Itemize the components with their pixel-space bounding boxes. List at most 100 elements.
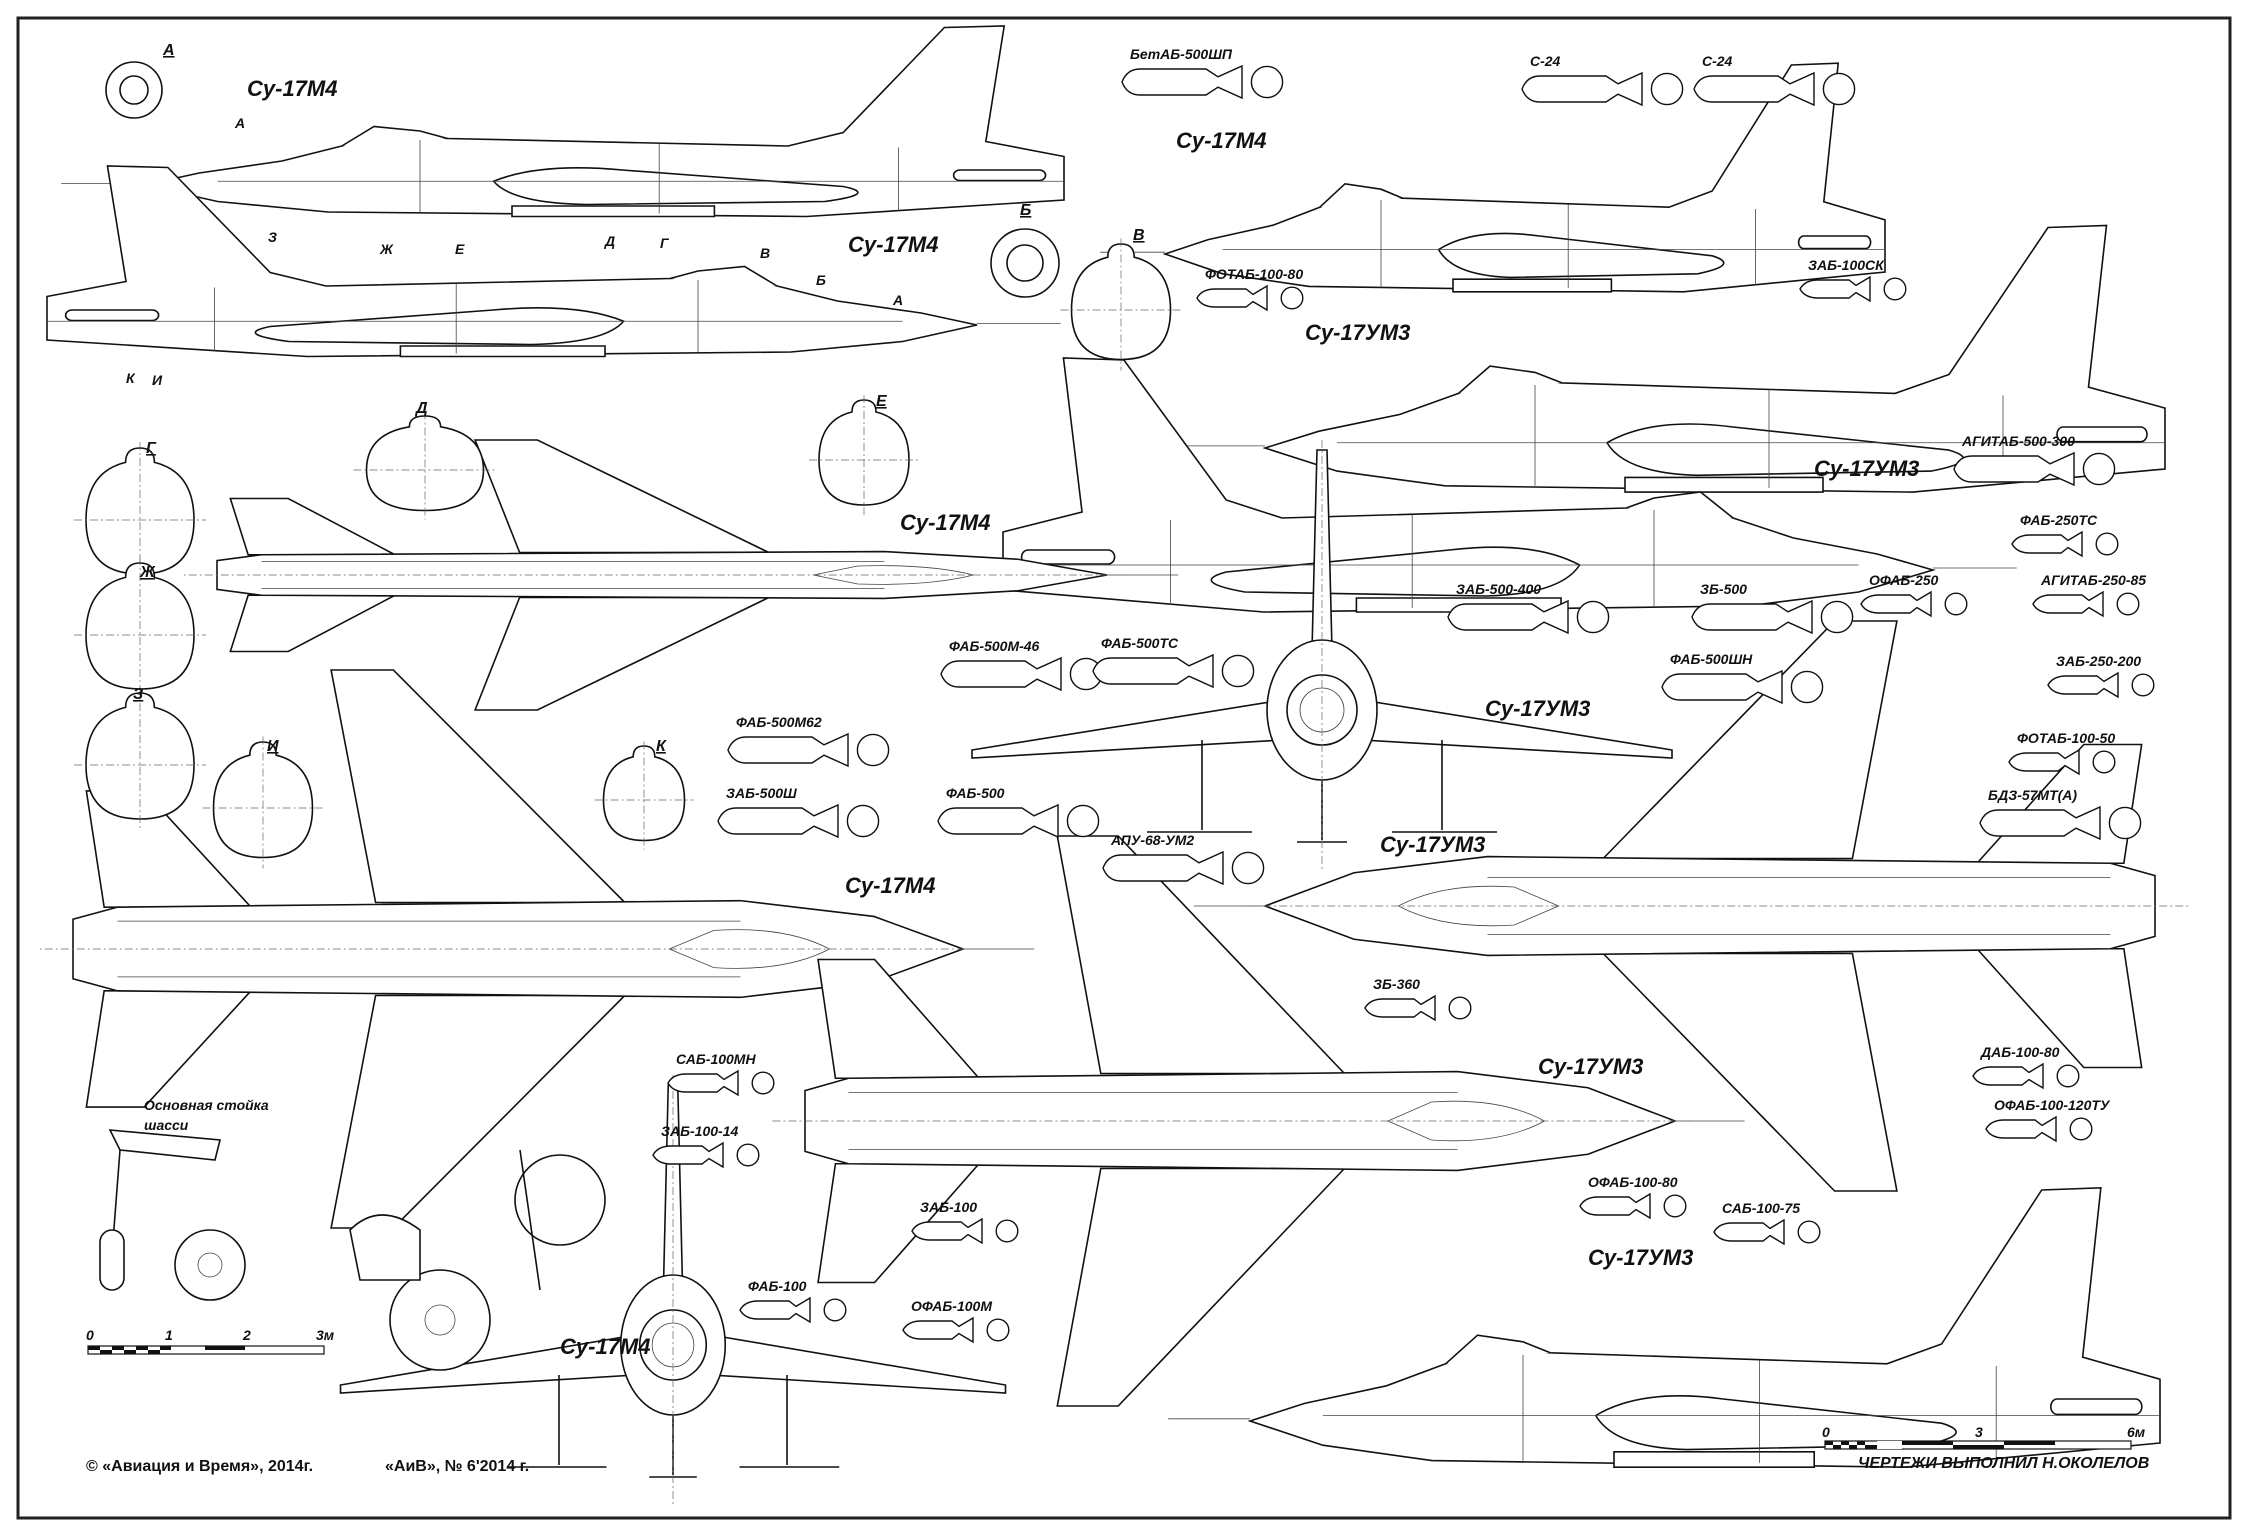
station-mark-b: Б <box>816 272 826 288</box>
weapon-body-icon <box>1691 599 1813 635</box>
section-d-view <box>352 410 498 521</box>
weapon-body-icon <box>1121 64 1243 100</box>
weapon-body-icon <box>1661 669 1783 705</box>
weapon-item: АГИТАБ-250-85 <box>2032 572 2146 618</box>
weapon-end-view-icon <box>2095 532 2119 556</box>
weapon-label: САБ-100МН <box>676 1051 756 1067</box>
su17um3-side-view-bottom <box>1167 1186 2161 1469</box>
weapon-label: ЗАБ-100 <box>920 1199 977 1215</box>
weapon-item: ЗБ-360 <box>1364 976 1472 1022</box>
weapon-end-view-icon <box>751 1071 775 1095</box>
weapon-label: ОФАБ-100-80 <box>1588 1174 1678 1190</box>
weapon-body-icon <box>911 1217 983 1245</box>
weapon-body-icon <box>1979 805 2101 841</box>
scale-bar-right <box>1824 1440 2132 1450</box>
weapon-body-icon <box>902 1316 974 1344</box>
weapon-item: БетАБ-500ШП <box>1121 46 1284 100</box>
weapon-body-icon <box>937 803 1059 839</box>
weapon-end-view-icon <box>846 804 880 838</box>
weapon-label: ОФАБ-100М <box>911 1298 992 1314</box>
scale-right-tick-6: 6м <box>2127 1424 2146 1440</box>
weapon-end-view-icon <box>1650 72 1684 106</box>
weapon-label: БДЗ-57МТ(А) <box>1988 787 2077 803</box>
weapon-label: ФАБ-500ШН <box>1670 651 1753 667</box>
weapon-end-view-icon <box>856 733 890 767</box>
weapon-end-view-icon <box>1066 804 1100 838</box>
weapon-label: ЗБ-500 <box>1700 581 1747 597</box>
scale-left-tick-0: 0 <box>86 1327 94 1343</box>
weapon-body-icon <box>727 732 849 768</box>
weapon-label: ФАБ-500М-46 <box>949 638 1040 654</box>
weapon-body-icon <box>717 803 839 839</box>
section-label-b: Б <box>1020 202 1031 219</box>
weapon-body-icon <box>2047 671 2119 699</box>
station-mark-i: И <box>152 372 163 388</box>
weapon-end-view-icon <box>1231 851 1265 885</box>
weapon-item: САБ-100-75 <box>1713 1200 1821 1246</box>
weapon-body-icon <box>667 1069 739 1097</box>
weapon-body-icon <box>1799 275 1871 303</box>
weapon-body-icon <box>1860 590 1932 618</box>
weapon-item: ЗАБ-250-200 <box>2047 653 2155 699</box>
weapon-label: ДАБ-100-80 <box>1980 1044 2060 1060</box>
weapon-label: ЗАБ-100-14 <box>661 1123 738 1139</box>
weapon-body-icon <box>940 656 1062 692</box>
weapon-end-view-icon <box>736 1143 760 1167</box>
weapon-item: С-24 <box>1693 53 1856 107</box>
weapon-label: С-24 <box>1530 53 1561 69</box>
weapon-body-icon <box>1972 1062 2044 1090</box>
label-su17um3-side-mid: Су-17УМ3 <box>1305 320 1410 345</box>
scale-right-tick-3: 3 <box>1975 1424 1983 1440</box>
weapon-body-icon <box>2032 590 2104 618</box>
weapon-body-icon <box>1985 1115 2057 1143</box>
weapon-label: ФОТАБ-100-80 <box>1205 266 1303 282</box>
weapon-label: АПУ-68-УМ2 <box>1110 832 1194 848</box>
weapon-body-icon <box>1521 71 1643 107</box>
weapon-label: ФАБ-100 <box>748 1278 807 1294</box>
scale-right-tick-0: 0 <box>1822 1424 1830 1440</box>
weapon-item: ОФАБ-100-120ТУ <box>1985 1097 2111 1143</box>
section-label-k: К <box>656 738 667 755</box>
weapon-body-icon <box>2008 748 2080 776</box>
sheet-frame <box>16 16 2232 1520</box>
gear-label-line1: Основная стойка <box>144 1097 269 1113</box>
station-mark-d: Д <box>604 233 615 249</box>
label-su17m4-side-top: Су-17М4 <box>247 76 337 101</box>
author-credit: ЧЕРТЕЖИ ВЫПОЛНИЛ Н.ОКОЛЕЛОВ <box>1858 1455 2149 1472</box>
weapon-end-view-icon <box>1576 600 1610 634</box>
weapon-item: С-24 <box>1521 53 1684 107</box>
station-mark-g: Г <box>660 235 670 251</box>
weapon-label: ФАБ-500ТС <box>1101 635 1179 651</box>
weapon-item: ДАБ-100-80 <box>1972 1044 2080 1090</box>
weapon-item: БДЗ-57МТ(А) <box>1979 787 2142 841</box>
weapon-item: ЗАБ-100 <box>911 1199 1019 1245</box>
weapon-end-view-icon <box>1221 654 1255 688</box>
weapon-body-icon <box>652 1141 724 1169</box>
weapon-body-icon <box>1713 1218 1785 1246</box>
label-su17um3-top-view: Су-17УМ3 <box>1538 1054 1643 1079</box>
weapon-body-icon <box>1092 653 1214 689</box>
station-mark-a: А <box>892 292 903 308</box>
section-label-i: И <box>267 738 279 755</box>
label-su17um3-bottom-view: Су-17УМ3 <box>1380 832 1485 857</box>
weapon-end-view-icon <box>1448 996 1472 1020</box>
weapon-end-view-icon <box>1944 592 1968 616</box>
weapon-item: АГИТАБ-500-300 <box>1953 433 2116 487</box>
weapon-body-icon <box>1447 599 1569 635</box>
weapon-end-view-icon <box>823 1298 847 1322</box>
station-mark-zh: Ж <box>379 241 394 257</box>
weapon-label: ЗБ-360 <box>1373 976 1420 992</box>
station-mark-v: В <box>760 245 770 261</box>
section-label-d: Д <box>414 400 428 417</box>
section-label-g: Г <box>146 440 157 457</box>
station-mark-z: З <box>268 229 277 245</box>
label-su17m4-front-view: Су-17М4 <box>560 1334 650 1359</box>
weapon-label: ЗАБ-500-400 <box>1456 581 1541 597</box>
weapon-item: ЗАБ-500-400 <box>1447 581 1610 635</box>
weapon-item: ФОТАБ-100-50 <box>2008 730 2116 776</box>
section-a-view <box>106 62 162 118</box>
station-mark-e: Е <box>455 241 465 257</box>
issue-text: «АиВ», № 6'2014 г. <box>385 1458 529 1475</box>
weapon-label: ЗАБ-250-200 <box>2056 653 2141 669</box>
